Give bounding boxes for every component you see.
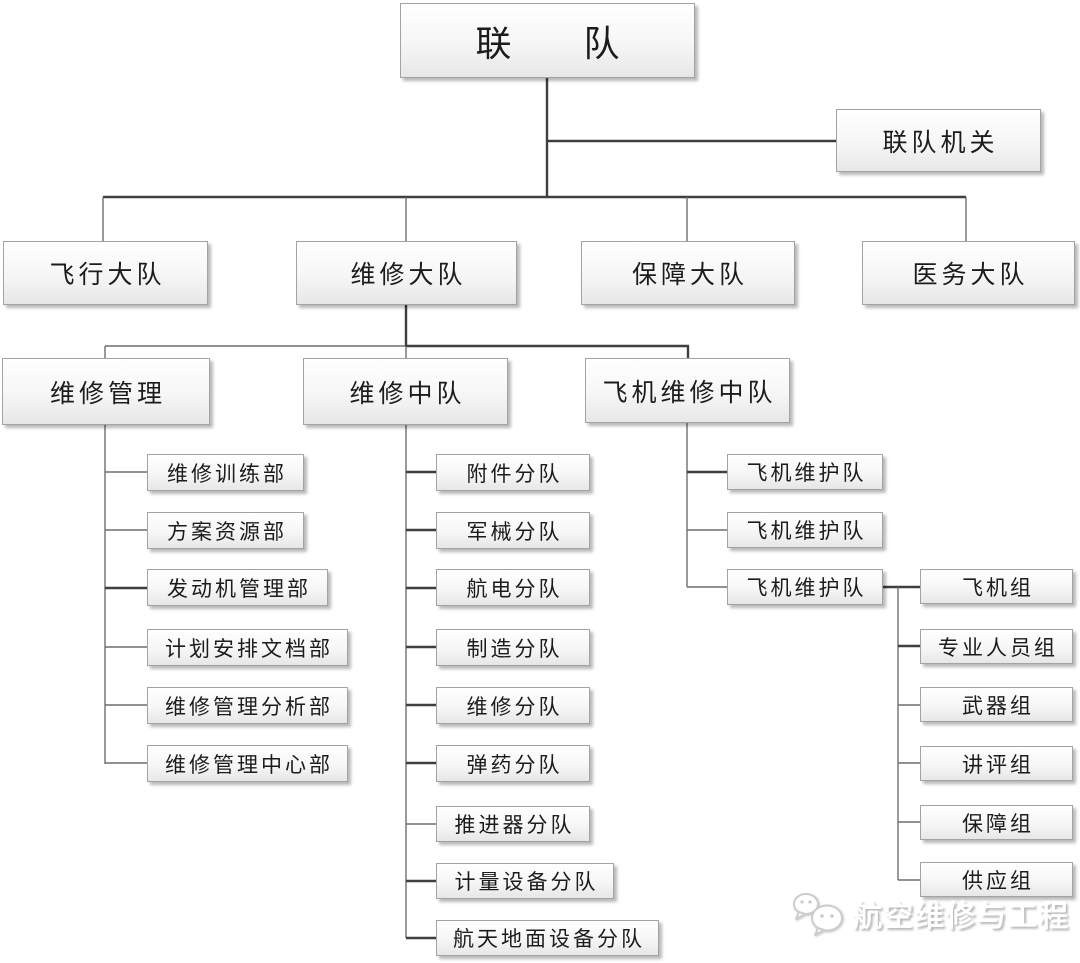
wechat-icon xyxy=(793,893,843,936)
org-node-support-team: 保障组 xyxy=(920,805,1073,840)
org-node-plans-resources-dept: 方案资源部 xyxy=(147,512,304,549)
org-node-maintenance-management-analysis-dept: 维修管理分析部 xyxy=(147,687,348,724)
org-node-maintenance-training-dept: 维修训练部 xyxy=(147,454,304,491)
org-node-wing: 联 队 xyxy=(400,3,695,78)
org-node-accessory-flight: 附件分队 xyxy=(436,454,590,491)
org-node-propulsion-flight: 推进器分队 xyxy=(436,806,590,842)
org-node-planning-documentation-dept: 计划安排文档部 xyxy=(147,629,348,666)
org-node-munitions-flight: 弹药分队 xyxy=(436,745,590,782)
org-node-engine-management-dept: 发动机管理部 xyxy=(147,569,328,606)
watermark-text: 航空维修与工程 xyxy=(853,901,1071,933)
org-node-maintenance-group: 维修大队 xyxy=(296,241,517,305)
org-node-specialist-personnel-team: 专业人员组 xyxy=(920,629,1073,664)
org-node-maintenance-flight: 维修分队 xyxy=(436,687,590,724)
org-node-medical-group: 医务大队 xyxy=(862,241,1075,305)
org-node-wing-headquarters: 联队机关 xyxy=(836,109,1041,172)
org-node-fabrication-flight: 制造分队 xyxy=(436,629,590,666)
org-node-weapons-team: 武器组 xyxy=(920,687,1073,722)
org-node-maintenance-squadron: 维修中队 xyxy=(303,358,508,425)
org-node-metrology-equipment-flight: 计量设备分队 xyxy=(436,863,614,899)
org-node-aircraft-maintenance-unit-1: 飞机维护队 xyxy=(727,454,883,490)
org-node-maintenance-management: 维修管理 xyxy=(2,358,210,425)
org-node-supply-team: 供应组 xyxy=(920,862,1073,897)
org-node-aircraft-maintenance-unit-2: 飞机维护队 xyxy=(727,512,883,548)
org-node-debrief-team: 讲评组 xyxy=(920,746,1073,781)
org-node-support-group: 保障大队 xyxy=(581,241,795,305)
org-node-maintenance-management-center-dept: 维修管理中心部 xyxy=(147,745,348,782)
org-node-aircraft-maintenance-squadron: 飞机维修中队 xyxy=(585,358,790,423)
org-node-flying-group: 飞行大队 xyxy=(3,241,208,305)
org-node-aircraft-team: 飞机组 xyxy=(920,569,1073,604)
org-node-avionics-flight: 航电分队 xyxy=(436,569,590,606)
org-node-armament-flight: 军械分队 xyxy=(436,512,590,549)
org-node-aerospace-ground-equipment-flight: 航天地面设备分队 xyxy=(436,920,659,956)
watermark: 航空维修与工程 xyxy=(791,891,1070,937)
org-node-aircraft-maintenance-unit-3: 飞机维护队 xyxy=(727,569,883,605)
